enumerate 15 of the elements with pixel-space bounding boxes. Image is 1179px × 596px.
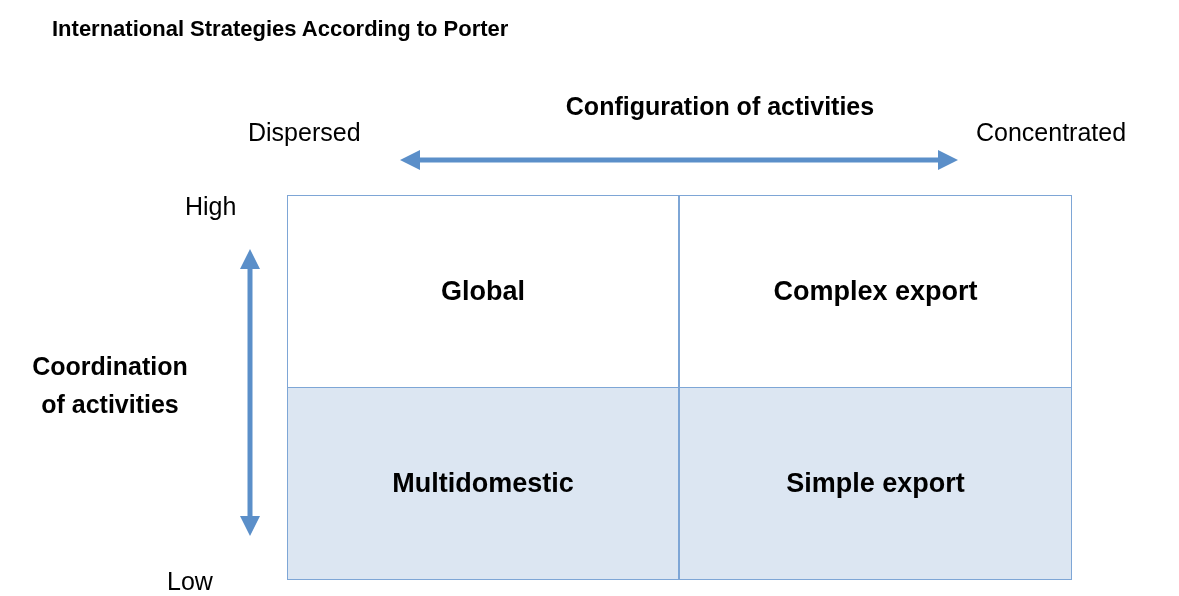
quadrant-cell [287, 387, 679, 580]
diagram-title: International Strategies According to Porter [52, 16, 509, 42]
quadrant-cell [679, 195, 1072, 388]
quadrant-label: Multidomestic [392, 468, 574, 499]
axis-title: Coordination of activities [31, 351, 189, 420]
axis-end-label: Dispersed [248, 118, 361, 147]
quadrant-label: Complex export [773, 276, 978, 307]
axis-title: Configuration of activities [564, 91, 876, 122]
axis-end-label: Low [167, 567, 213, 596]
quadrant-cell [287, 195, 679, 388]
quadrant-label: Simple export [786, 468, 965, 499]
axis-end-label: High [185, 192, 237, 221]
quadrant-cell [679, 387, 1072, 580]
axis-end-label: Concentrated [976, 118, 1127, 147]
quadrant-label: Global [441, 276, 525, 307]
